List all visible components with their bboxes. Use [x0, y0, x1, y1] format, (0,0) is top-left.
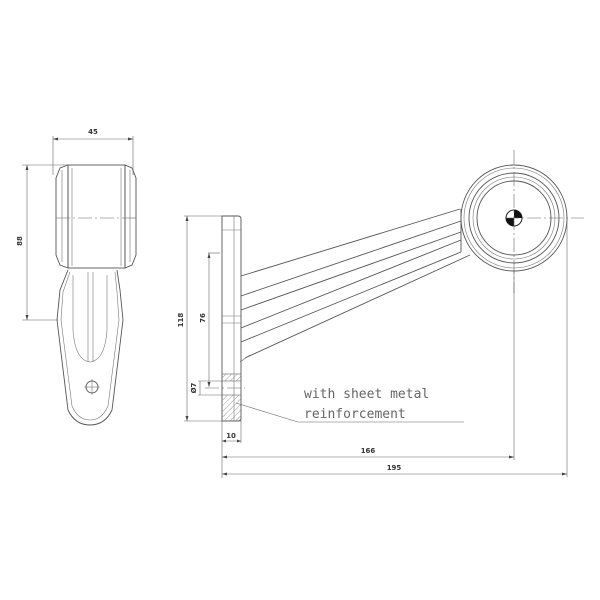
hatched-section-lower — [221, 394, 242, 422]
dim-height-label: 88 — [16, 236, 24, 246]
dim-thickness-label: 10 — [226, 432, 236, 440]
note-line-2: reinforcement — [304, 407, 406, 422]
dim-hole-diameter-label: Ø7 — [190, 382, 198, 393]
note-leader-line — [235, 402, 299, 423]
dim-plate-height-label: 118 — [177, 313, 185, 328]
lamp-head — [460, 150, 584, 293]
side-view: 118 76 Ø7 10 166 195 with — [177, 150, 584, 478]
note-line-1: with sheet metal — [304, 387, 429, 402]
dim-hole-spacing-label: 76 — [199, 313, 207, 323]
front-view: 45 88 — [16, 128, 138, 426]
dim-overall-length-label: 195 — [387, 464, 402, 472]
dim-reach-label: 166 — [361, 447, 376, 455]
arm-line — [240, 208, 461, 277]
hatched-section-upper — [221, 373, 242, 382]
dim-width-label: 45 — [88, 128, 98, 136]
mounting-plate — [221, 215, 242, 422]
